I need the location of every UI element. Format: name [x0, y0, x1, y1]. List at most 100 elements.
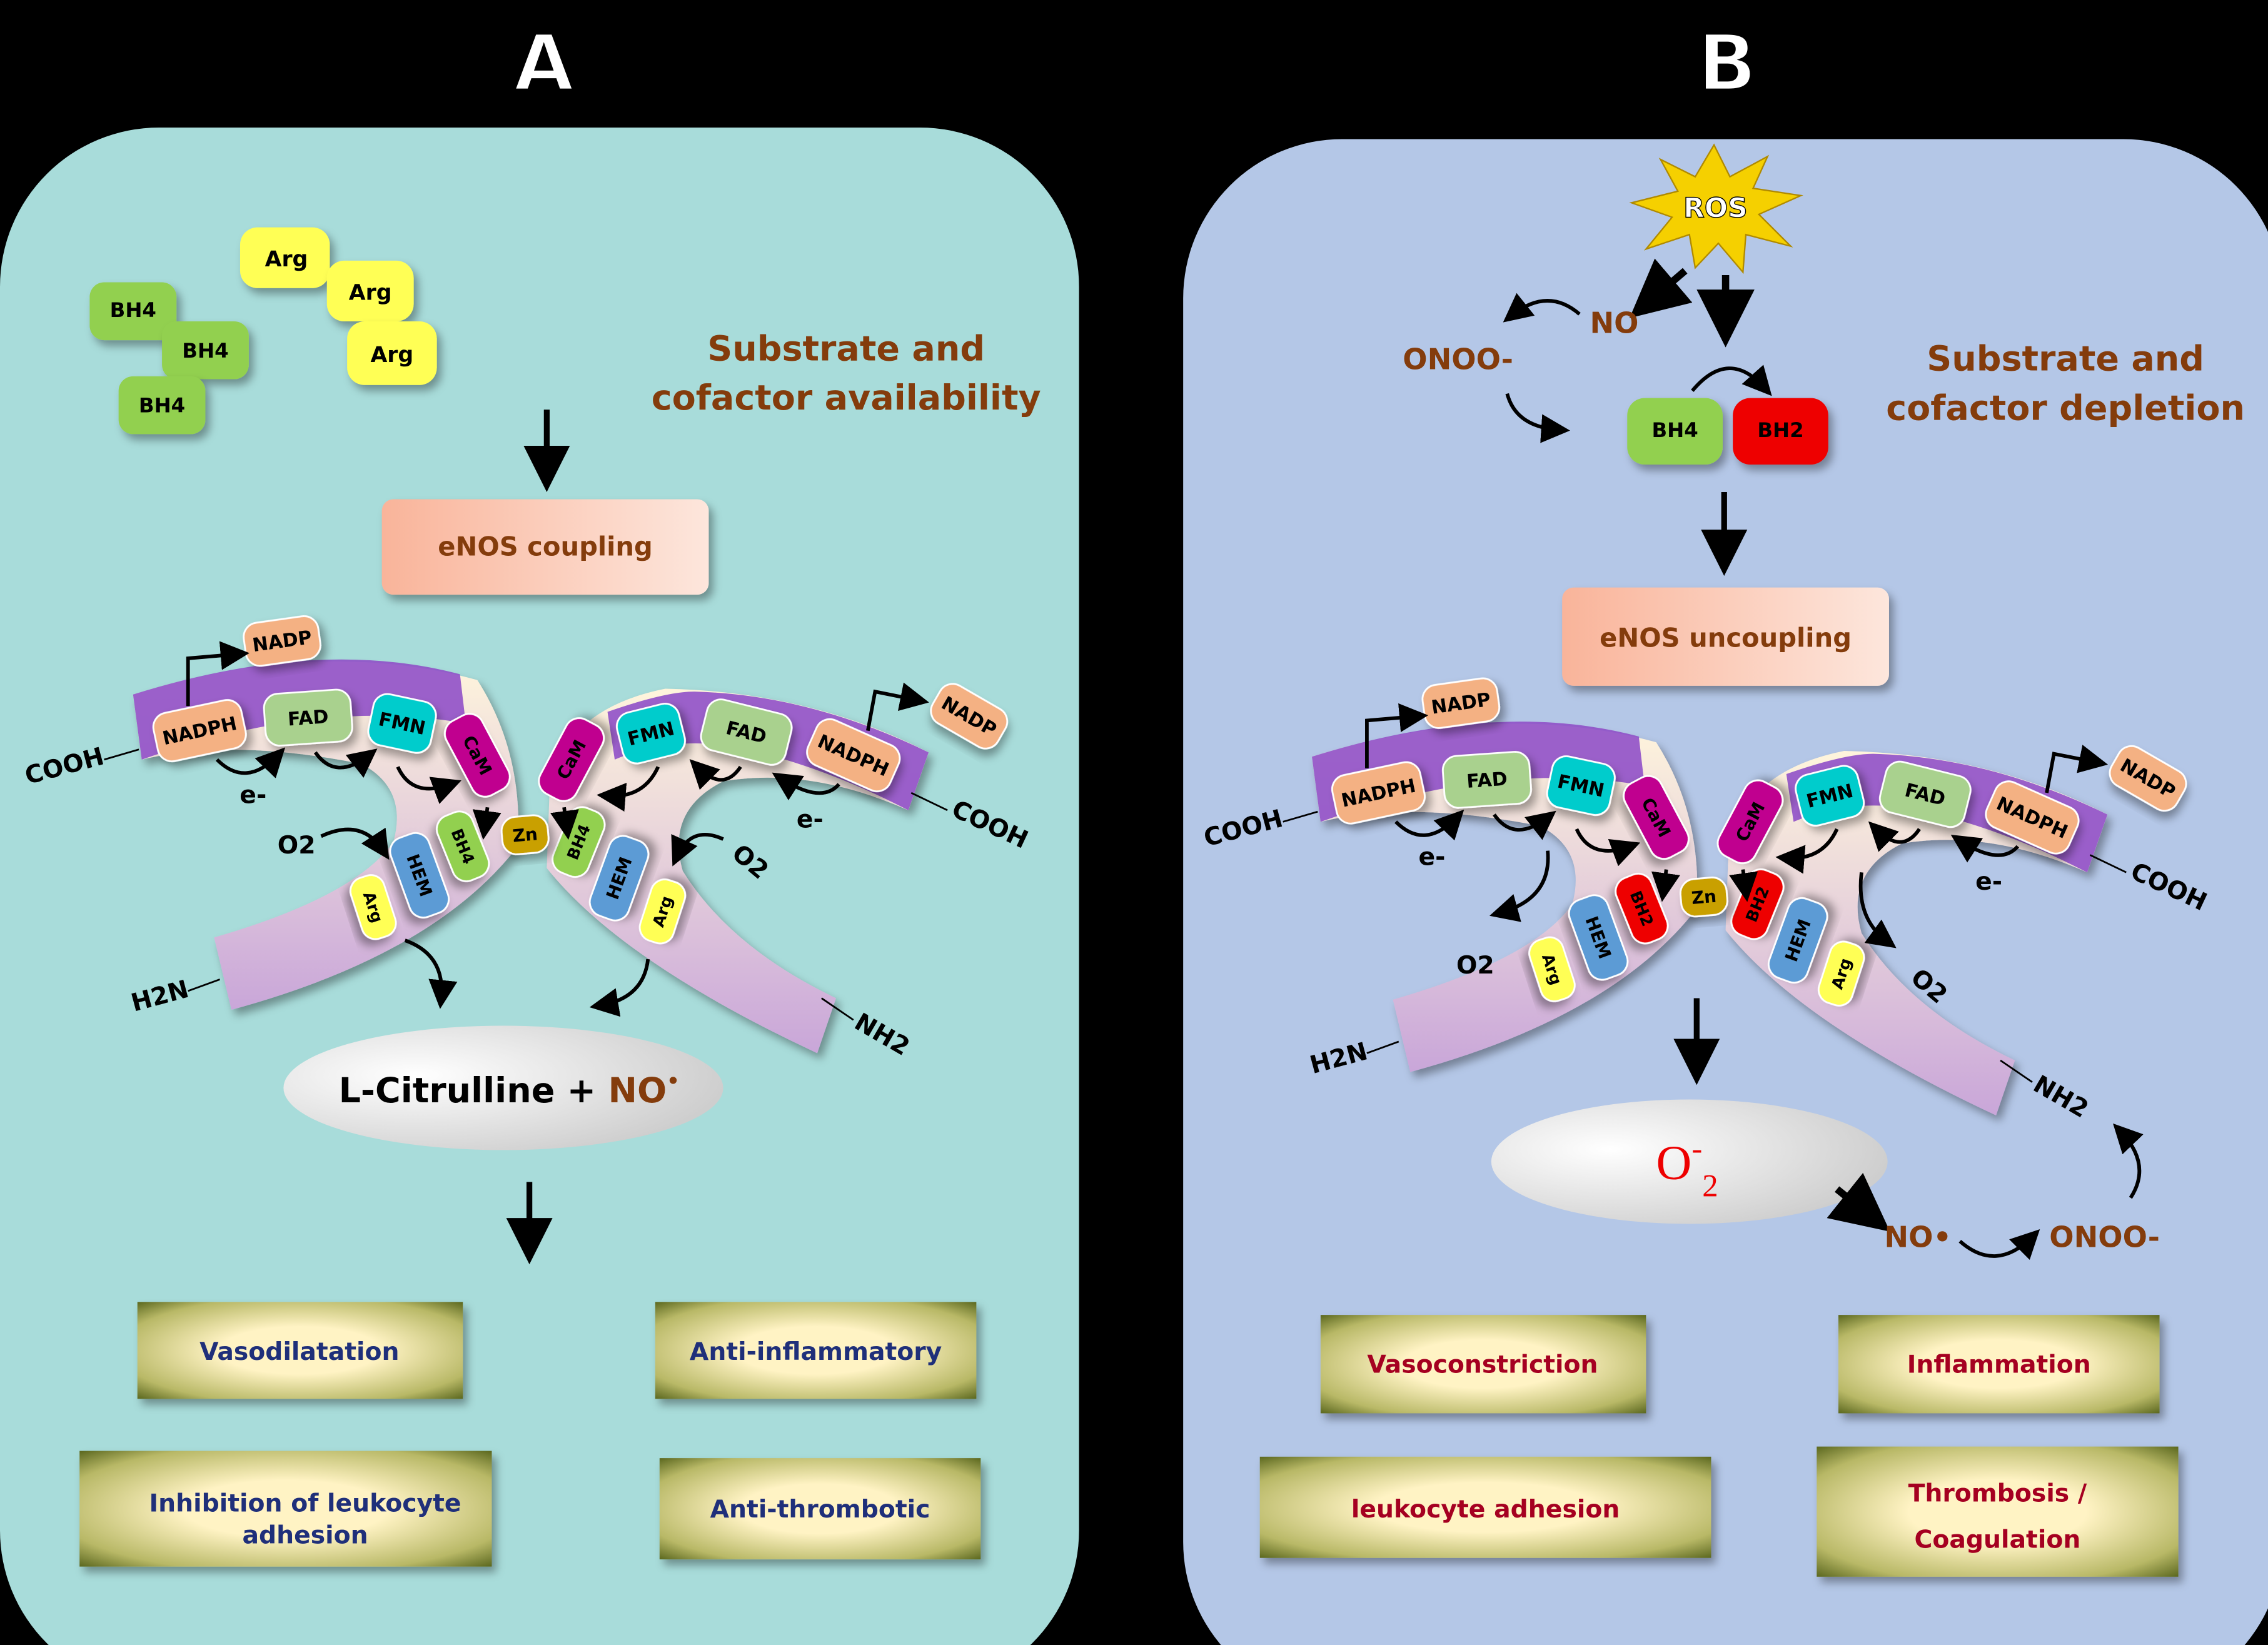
panel-b: B ROS NO ONOO- BH4 BH2 Substrate and cof… — [1183, 17, 2268, 1645]
hem-left-shape — [1568, 894, 1629, 981]
outcome-vasodilatation: Vasodilatation — [199, 1338, 399, 1366]
nadph-to-nadp-arrow-left — [186, 641, 249, 707]
fmn-right-shape — [615, 703, 686, 765]
cam-to-pterin-arrow — [472, 807, 501, 840]
electron-arrow — [396, 766, 461, 804]
cam-left-shape — [1623, 775, 1690, 860]
arg-left-shape — [1528, 936, 1576, 1002]
terminus-line — [910, 792, 948, 812]
outcome-vasoconstriction: Vasoconstriction — [1367, 1351, 1598, 1379]
panel-a-title: A — [513, 18, 574, 109]
superoxide-label: O-2 — [1656, 1131, 1718, 1204]
panel-a: A BH4 BH4 BH4 Arg Arg Arg Substrate and … — [0, 17, 1079, 1645]
zinc-label: Zn — [1691, 886, 1718, 908]
outcome-box — [1817, 1446, 2179, 1577]
o2-left-label: O2 — [278, 832, 316, 860]
arg-tile — [239, 227, 330, 288]
nadph-left-shape — [1331, 761, 1426, 825]
zinc-shape — [500, 814, 550, 855]
no-to-onoo-arrow — [1958, 1229, 2040, 1260]
fad-left-shape — [263, 688, 353, 747]
bh2-tile-label: BH2 — [1757, 418, 1803, 442]
cam-to-pterin-arrow — [1729, 869, 1758, 902]
nadph-to-nadp-arrow-left — [1365, 703, 1429, 768]
arg-right: Arg — [638, 878, 687, 945]
nadph-right: NADPH — [806, 718, 901, 793]
fmn-right: FMN — [1795, 765, 1865, 827]
electron-left-label: e- — [239, 781, 266, 809]
nadph-to-nadp-arrow-right — [2045, 745, 2109, 793]
electron-arrow — [689, 759, 742, 790]
electron-arrow — [1493, 810, 1556, 840]
zinc: Zn — [1679, 876, 1728, 918]
no-label: NO — [1590, 306, 1638, 340]
outcome-inhibition-leukocyte-line1: Inhibition of leukocyte — [149, 1490, 461, 1518]
electron-arrow — [1575, 828, 1641, 867]
zinc: Zn — [500, 814, 550, 855]
cam-right: CaM — [1716, 779, 1784, 865]
enos-uncoupling-box — [1562, 587, 1889, 686]
bh4-oxidation-arrow — [1691, 365, 1772, 396]
cam-right-shape — [1716, 779, 1784, 865]
hem-right-shape — [1767, 897, 1828, 984]
electron-arrow — [1868, 821, 1921, 852]
superoxide-o: O — [1656, 1136, 1692, 1190]
outcome-thrombosis-line1: Thrombosis / — [1908, 1480, 2087, 1508]
outcome-inflammation: Inflammation — [1907, 1351, 2091, 1379]
arg-right: Arg — [1817, 940, 1865, 1007]
heading-depletion-line2: cofactor depletion — [1886, 388, 2245, 428]
ros-starburst-icon — [1629, 143, 1803, 274]
hem-left: HEM — [1568, 894, 1629, 981]
enos-uncoupling-label: eNOS uncoupling — [1600, 622, 1852, 653]
bh4-tile — [89, 282, 177, 341]
nadp-left: NADP — [243, 615, 321, 667]
electron-arrow — [772, 772, 840, 801]
electron-left-label: e- — [1419, 843, 1446, 872]
onoo-product-label: ONOO- — [2049, 1220, 2160, 1254]
onoo-label: ONOO- — [1403, 342, 1513, 376]
o2-left-label: O2 — [1456, 952, 1494, 980]
cam-right-shape — [538, 717, 605, 802]
superoxide-ellipse — [1491, 1099, 1888, 1224]
arg-tile-label: Arg — [349, 280, 392, 305]
cam-left: CaM — [444, 713, 511, 798]
heading-availability-line1: Substrate and — [707, 328, 985, 369]
nadp-left: NADP — [1421, 677, 1501, 729]
enos-coupling-box — [381, 499, 709, 595]
fad-right-shape — [700, 698, 793, 766]
superoxide-charge: - — [1691, 1131, 1702, 1166]
onoo-to-bh4-arrow — [1505, 393, 1570, 443]
outcome-box — [1320, 1315, 1646, 1414]
nadph-left: NADPH — [152, 699, 247, 763]
arg-tiles: Arg Arg Arg — [239, 227, 437, 385]
electron-right-label: e- — [1975, 868, 2002, 896]
cam-right: CaM — [538, 717, 605, 802]
outcomes-b: Vasoconstriction Inflammation leukocyte … — [1259, 1315, 2179, 1577]
fmn-right: FMN — [615, 703, 686, 765]
bh4-tile — [118, 376, 206, 435]
outcome-anti-thrombotic: Anti-thrombotic — [710, 1496, 930, 1524]
arg-right-shape — [638, 878, 687, 945]
zinc-label: Zn — [512, 823, 538, 846]
electron-arrow — [215, 747, 286, 778]
outcome-box — [659, 1458, 981, 1560]
electron-arrow — [313, 748, 378, 778]
hem-left-shape — [389, 832, 450, 918]
heading-depletion-line1: Substrate and — [1927, 339, 2204, 380]
nadph-right-shape — [1985, 780, 2080, 855]
outcome-box — [1838, 1315, 2160, 1414]
o2-arrow-left — [320, 827, 390, 860]
fmn-left-shape — [1546, 755, 1616, 816]
o2-release-arrow-right — [1858, 872, 1897, 948]
fad-left: FAD — [1441, 751, 1532, 809]
arg-right-shape — [1817, 940, 1865, 1007]
zinc-shape — [1679, 876, 1728, 918]
fmn-left: FMN — [1546, 755, 1616, 816]
arg-tile — [347, 321, 437, 385]
arg-tile-label: Arg — [370, 343, 413, 368]
arg-tile-label: Arg — [265, 247, 308, 272]
fad-right-shape — [1878, 760, 1972, 828]
enos-coupling-label: eNOS coupling — [438, 531, 653, 562]
